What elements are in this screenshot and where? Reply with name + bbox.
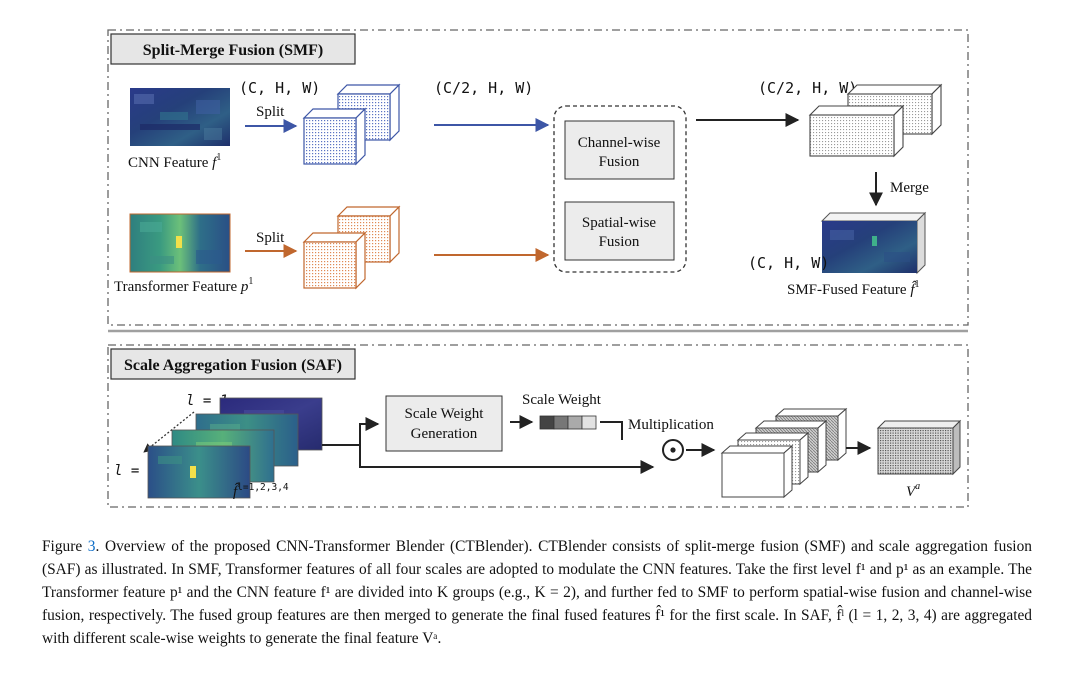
- spatial-wise-fusion-line1: Spatial-wise: [582, 215, 656, 231]
- saf-branch-top: [322, 417, 380, 446]
- dims-half-out-label: (C/2, H, W): [758, 79, 857, 97]
- scale-weight-generation-line2: Generation: [411, 426, 478, 442]
- scale-weight-label: Scale Weight: [522, 392, 602, 408]
- saf-branch-bottom: [359, 445, 655, 474]
- saf-panel-border: [107, 344, 969, 508]
- dims-fused-label: (C, H, W): [748, 254, 829, 272]
- fusion-group-box: [553, 105, 687, 273]
- transformer-split-cube-front: [302, 231, 367, 290]
- scale-feature-l4: [147, 445, 251, 499]
- cnn-split-cube-front: [302, 107, 367, 166]
- channel-wise-fusion-line1: Channel-wise: [578, 135, 661, 151]
- figure-label: Figure: [42, 538, 83, 555]
- transformer-feature-label: Transformer Feature p1: [114, 276, 253, 295]
- scale-l1-label: l = 1: [186, 393, 228, 409]
- multiplication-operator: [662, 439, 684, 461]
- cnn-feature-map: [130, 88, 230, 146]
- smf-fused-feature-label: SMF-Fused Feature f̂1: [787, 279, 920, 298]
- split-label-transformer: Split: [256, 230, 285, 246]
- saf-title: Scale Aggregation Fusion (SAF): [124, 357, 342, 374]
- merge-label: Merge: [890, 180, 929, 196]
- smf-fused-feature-map: [820, 211, 927, 275]
- dims-half-cnn-label: (C/2, H, W): [434, 79, 533, 97]
- cnn-feature-label: CNN Feature f1: [128, 152, 221, 171]
- final-feature-cube: [876, 419, 962, 476]
- spatial-wise-fusion-line2: Fusion: [599, 234, 640, 250]
- transformer-feature-map: [129, 213, 231, 273]
- caption-body: . Overview of the proposed CNN-Transform…: [42, 538, 1032, 647]
- weighted-feature-cube-1: [720, 444, 794, 499]
- smf-panel-border: [107, 29, 969, 326]
- scale-weight-generation-line1: Scale Weight: [405, 406, 485, 422]
- scale-stack-label: f̂l=1,2,3,4: [233, 482, 289, 500]
- figure-diagram: Split-Merge Fusion (SMF) (C, H, W) Split…: [107, 29, 969, 508]
- final-feature-label: Va: [906, 481, 920, 500]
- smf-title-box: [110, 33, 356, 65]
- dims-chw-label: (C, H, W): [239, 79, 320, 97]
- scale-weight-vector: [539, 415, 597, 430]
- scale-weight-generation-box: [385, 395, 503, 452]
- saf-title-box: [110, 348, 356, 380]
- figure-caption: Figure 3. Overview of the proposed CNN-T…: [42, 535, 1032, 650]
- output-cube-front: [808, 104, 905, 158]
- spatial-wise-fusion-box: [564, 201, 675, 261]
- split-label-cnn: Split: [256, 104, 285, 120]
- channel-wise-fusion-box: [564, 120, 675, 180]
- figure-number[interactable]: 3: [87, 538, 96, 555]
- smf-title: Split-Merge Fusion (SMF): [143, 42, 323, 59]
- multiplication-label: Multiplication: [628, 417, 714, 433]
- scale-direction-arrow: [143, 411, 195, 453]
- weight-to-multiply-line: [600, 421, 623, 440]
- channel-wise-fusion-line2: Fusion: [599, 154, 640, 170]
- scale-l4-label: l = 4: [114, 463, 156, 479]
